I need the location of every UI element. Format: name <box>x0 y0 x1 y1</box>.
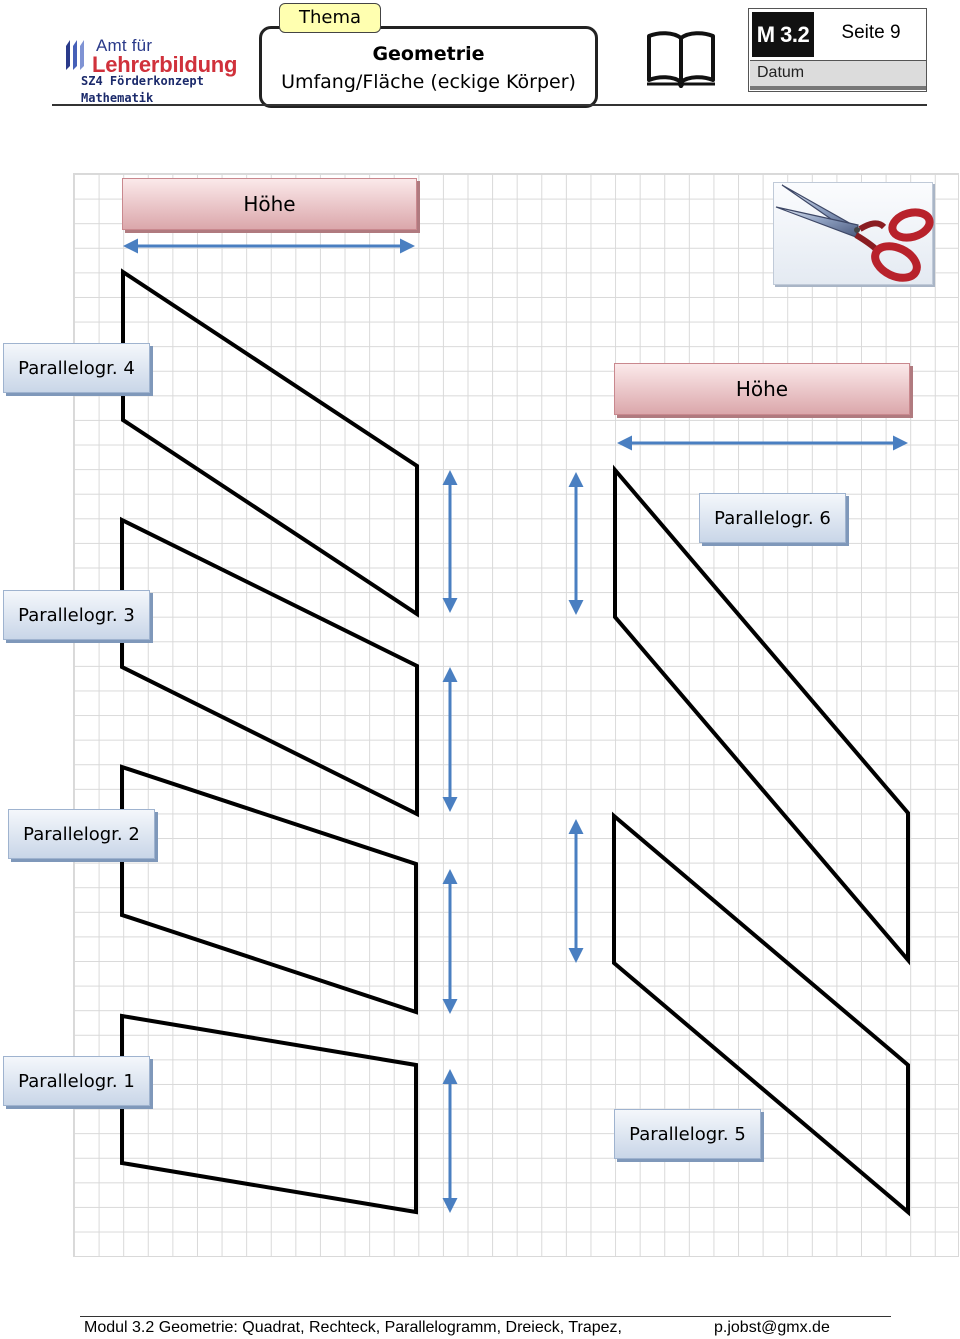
theme-subtitle: Umfang/Fläche (eckige Körper) <box>281 71 576 93</box>
parallelogram-4 <box>121 268 419 618</box>
date-field[interactable] <box>750 60 926 90</box>
header-divider <box>52 104 927 106</box>
parallelogram-6 <box>613 464 910 966</box>
date-label: Datum <box>757 64 805 81</box>
label-parallelogram-4[interactable]: Parallelogr. 4 <box>3 343 150 393</box>
module-code: M 3.2 <box>752 12 814 57</box>
theme-box <box>259 26 598 108</box>
label-parallelogram-6[interactable]: Parallelogr. 6 <box>699 493 846 543</box>
label-parallelogram-1[interactable]: Parallelogr. 1 <box>3 1056 150 1106</box>
scissors-icon <box>775 184 934 282</box>
logo-line2: Lehrerbildung <box>92 52 238 77</box>
logo-bars-icon <box>66 40 84 70</box>
subtitle-program: SZ4 Förderkonzept <box>81 74 204 88</box>
theme-tag: Thema <box>279 3 381 33</box>
footer-module-text: Modul 3.2 Geometrie: Quadrat, Rechteck, … <box>84 1319 622 1336</box>
subtitle-subject: Mathematik <box>81 91 154 105</box>
book-icon <box>647 31 715 88</box>
label-parallelogram-3[interactable]: Parallelogr. 3 <box>3 590 150 640</box>
logo: Amt für Lehrerbildung <box>64 36 244 77</box>
label-parallelogram-5[interactable]: Parallelogr. 5 <box>614 1109 761 1159</box>
scissors-card <box>773 182 934 285</box>
parallelogram-1 <box>120 1013 418 1215</box>
theme-title: Geometrie <box>372 43 485 65</box>
height-label-left[interactable]: Höhe <box>122 178 417 230</box>
parallelogram-3 <box>120 516 419 818</box>
footer-divider <box>80 1316 891 1317</box>
page-number: Seite 9 <box>841 22 901 43</box>
parallelogram-5 <box>612 811 910 1217</box>
parallelogram-2 <box>120 764 418 1015</box>
height-label-right[interactable]: Höhe <box>614 363 910 415</box>
footer-email[interactable]: p.jobst@gmx.de <box>714 1319 830 1336</box>
logo-line1: Amt für <box>96 36 153 55</box>
label-parallelogram-2[interactable]: Parallelogr. 2 <box>8 809 155 859</box>
